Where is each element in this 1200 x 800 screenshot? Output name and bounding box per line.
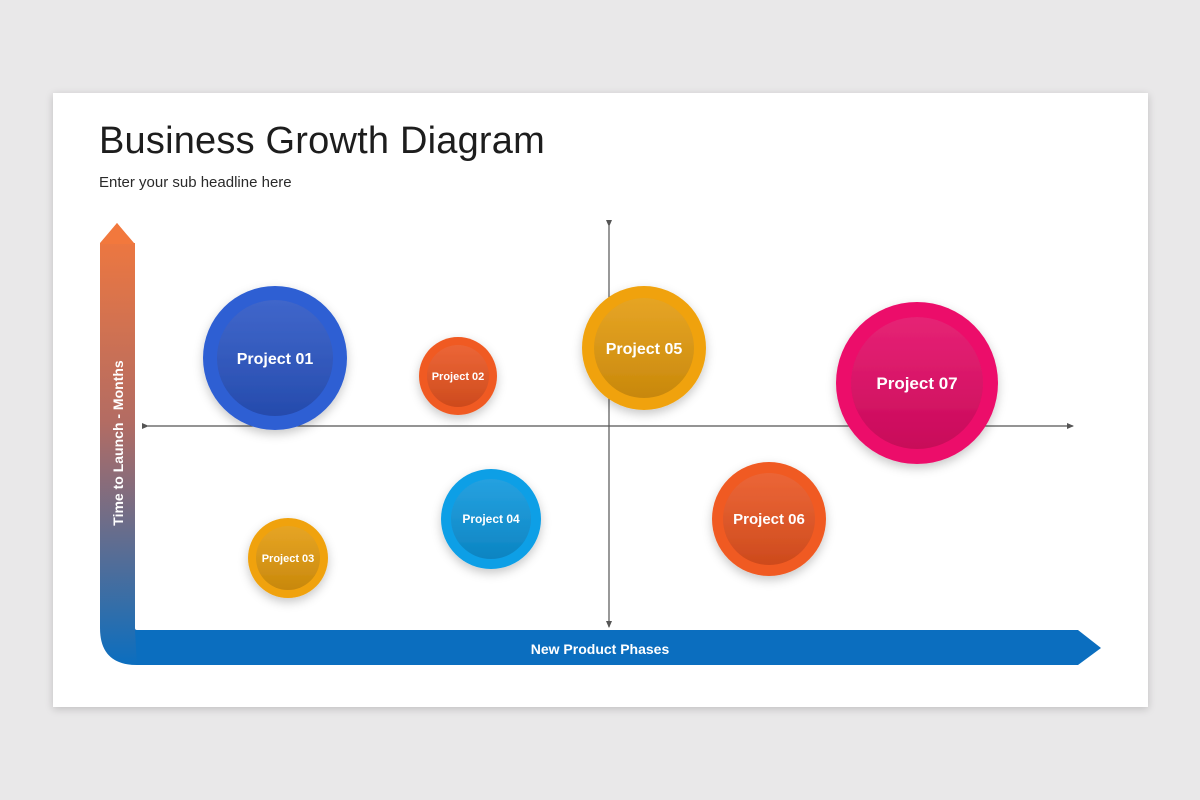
bubble-label-project-02: Project 02 — [432, 371, 485, 383]
bubble-label-project-03: Project 03 — [262, 553, 315, 565]
page-subtitle: Enter your sub headline here — [99, 174, 292, 191]
horizontal-axis-label: New Product Phases — [531, 641, 670, 657]
bubble-project-01 — [203, 286, 347, 430]
bubble-label-project-05: Project 05 — [606, 341, 683, 358]
bubble-project-02 — [419, 337, 497, 415]
page-title: Business Growth Diagram — [99, 120, 545, 162]
bubble-project-07 — [836, 302, 998, 464]
horizontal-axis-arrow — [135, 630, 1101, 665]
bubble-label-project-01: Project 01 — [237, 351, 314, 368]
vertical-axis-arrow — [100, 223, 137, 665]
bubble-project-05 — [582, 286, 706, 410]
bubble-label-project-06: Project 06 — [733, 511, 805, 528]
growth-diagram: New Product Phases Time to Launch - Mont… — [100, 220, 1101, 665]
bubble-label-project-07: Project 07 — [876, 374, 957, 393]
slide: Business Growth Diagram Enter your sub h… — [53, 93, 1148, 707]
bubble-project-06 — [712, 462, 826, 576]
bubble-project-04 — [441, 469, 541, 569]
bubble-project-03 — [248, 518, 328, 598]
vertical-axis-label: Time to Launch - Months — [110, 360, 126, 526]
bubble-label-project-04: Project 04 — [462, 512, 520, 526]
